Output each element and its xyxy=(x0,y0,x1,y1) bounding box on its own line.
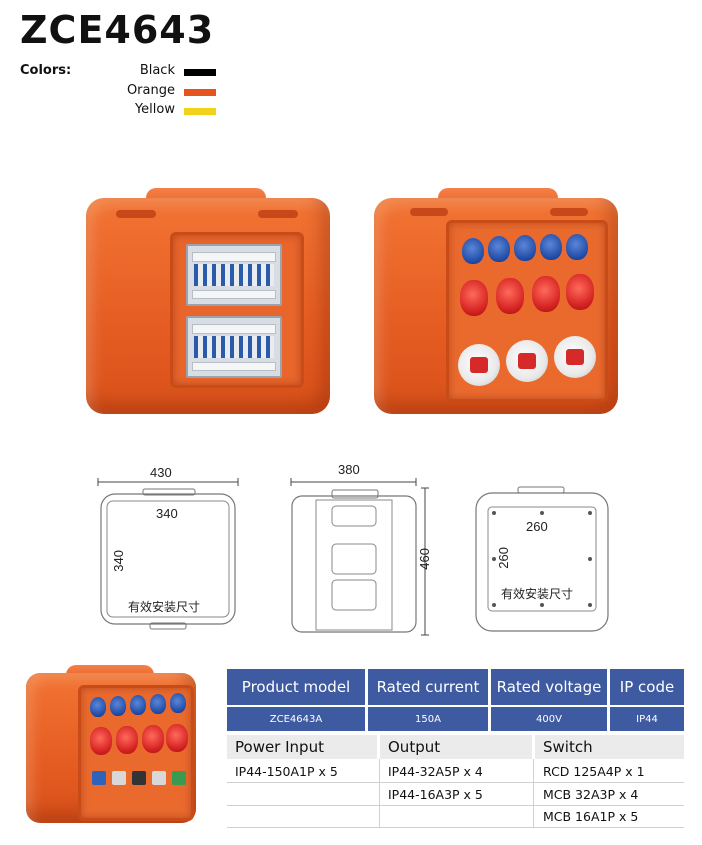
row-divider xyxy=(227,827,684,828)
value-ip-code: IP44 xyxy=(610,707,684,731)
output-item: IP44-32A5P x 4 xyxy=(388,764,483,779)
color-item-orange: Orange xyxy=(75,83,216,101)
back-inner-height: 260 xyxy=(496,547,511,569)
section-switch: Switch xyxy=(535,735,684,759)
color-name: Orange xyxy=(126,83,175,98)
product-title: ZCE4643 xyxy=(20,8,215,52)
row-divider xyxy=(227,782,684,783)
col-divider xyxy=(533,759,534,827)
header-ip-code: IP code xyxy=(610,669,684,705)
header-rated-voltage: Rated voltage xyxy=(491,669,607,705)
front-width-dim: 430 xyxy=(150,465,172,480)
color-name: Black xyxy=(139,63,175,78)
front-outline-svg xyxy=(97,478,239,630)
switch-item: RCD 125A4P x 1 xyxy=(543,764,645,779)
switch-item: MCB 16A1P x 5 xyxy=(543,809,639,824)
value-product-model: ZCE4643A xyxy=(227,707,365,731)
header-rated-current: Rated current xyxy=(368,669,488,705)
value-rated-voltage: 400V xyxy=(491,707,607,731)
colors-label: Colors: xyxy=(20,63,72,78)
col-divider xyxy=(379,759,380,827)
switch-item: MCB 32A3P x 4 xyxy=(543,787,639,802)
header-product-model: Product model xyxy=(227,669,365,705)
color-item-yellow: Yellow xyxy=(75,102,216,120)
output-item: IP44-16A3P x 5 xyxy=(388,787,483,802)
back-inner-width: 260 xyxy=(526,519,548,534)
front-inner-dim: 340 xyxy=(156,506,178,521)
color-name: Yellow xyxy=(134,102,175,117)
color-swatch-black xyxy=(184,69,216,76)
side-width-dim: 380 xyxy=(338,462,360,477)
product-photo-sockets xyxy=(374,188,618,416)
section-power-input: Power Input xyxy=(227,735,377,759)
row-divider xyxy=(227,805,684,806)
front-height-dim: 340 xyxy=(111,550,126,572)
section-label: Switch xyxy=(543,738,593,756)
side-outline-svg xyxy=(290,478,429,636)
drawing-side: 380 460 xyxy=(288,460,436,640)
back-mount-label: 有效安装尺寸 xyxy=(501,587,574,601)
product-photo-small xyxy=(26,665,198,825)
side-height-dim: 460 xyxy=(417,548,432,570)
section-label: Output xyxy=(388,738,441,756)
color-swatch-yellow xyxy=(184,108,216,115)
front-mount-label: 有效安装尺寸 xyxy=(128,600,201,614)
color-item-black: Black xyxy=(75,63,216,81)
product-photo-front xyxy=(86,188,330,416)
value-rated-current: 150A xyxy=(368,707,488,731)
color-swatch-orange xyxy=(184,89,216,96)
power-input-item: IP44-150A1P x 5 xyxy=(235,764,338,779)
section-label: Power Input xyxy=(235,738,324,756)
section-output: Output xyxy=(380,735,532,759)
drawing-back: 260 260 有效安装尺寸 xyxy=(474,485,610,635)
drawing-front: 430 340 340 有效安装尺寸 xyxy=(95,462,245,640)
back-outline-svg xyxy=(475,486,609,632)
